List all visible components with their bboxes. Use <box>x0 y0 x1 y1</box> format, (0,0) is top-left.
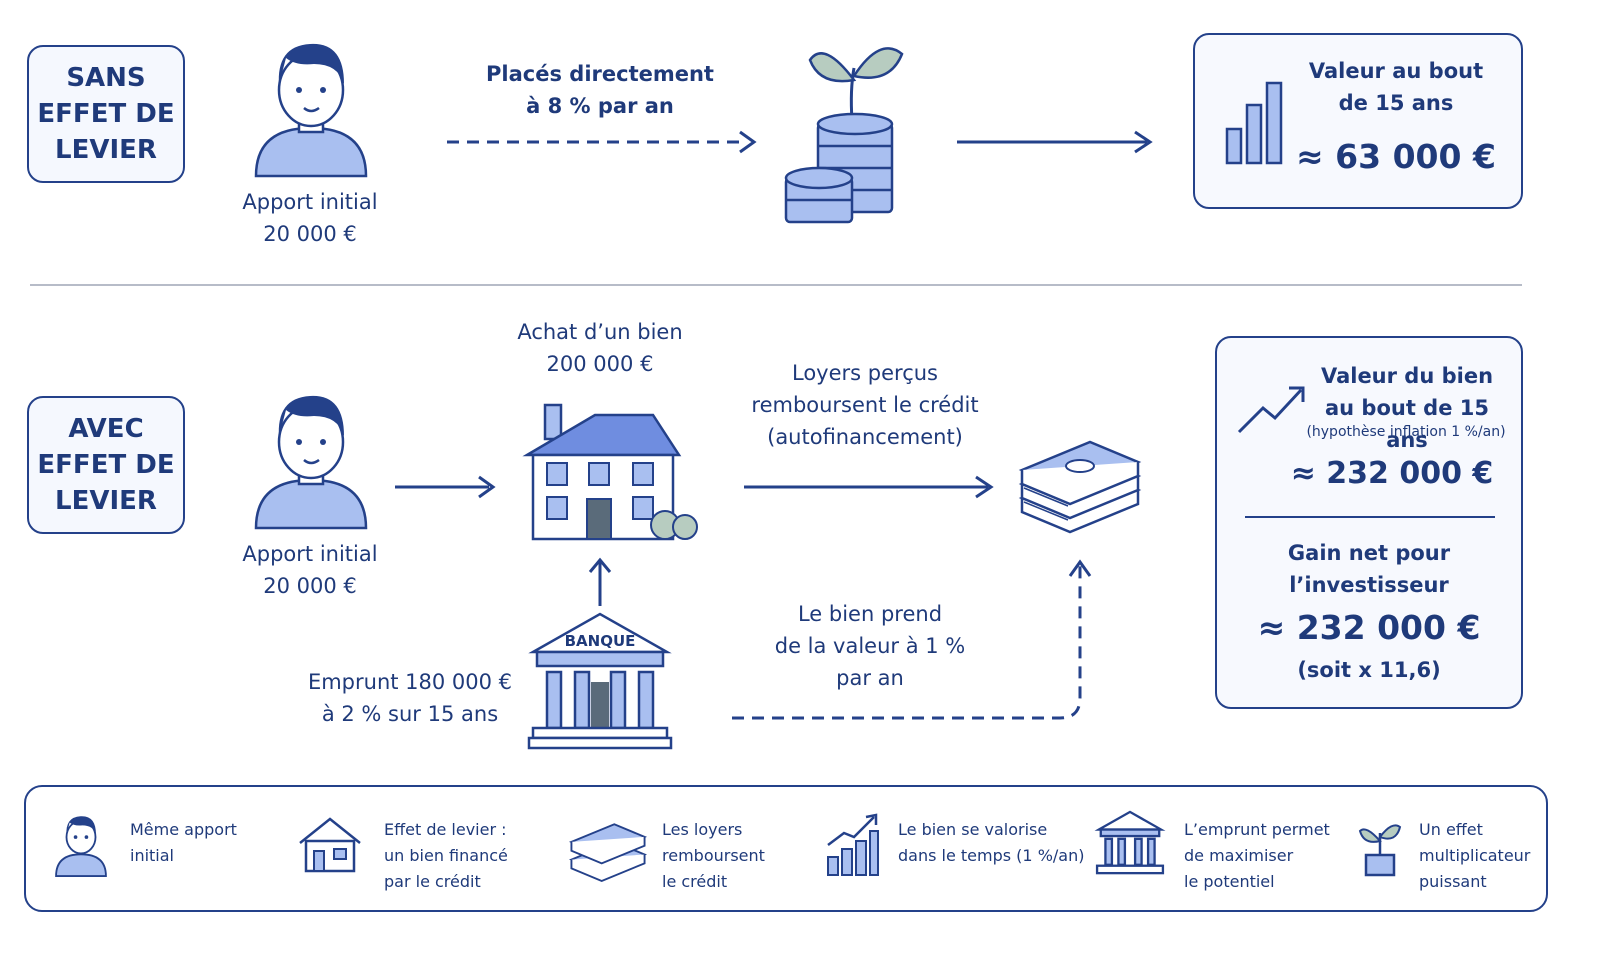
plant-icon <box>1358 824 1402 877</box>
arrow-right <box>957 130 1153 154</box>
result-value-bottom: ≈ 232 000 € <box>1290 456 1494 491</box>
trend-up-icon <box>1237 386 1305 434</box>
gain-value: ≈ 232 000 € <box>1257 608 1481 647</box>
person-icon <box>55 816 107 877</box>
result-value-top: ≈ 63 000 € <box>1296 137 1496 176</box>
growth-chart-icon <box>827 813 879 876</box>
person-icon <box>254 43 368 178</box>
dashed-arrow <box>447 130 757 154</box>
bank-icon <box>1094 810 1166 875</box>
person-icon <box>254 395 368 530</box>
arrow-right <box>744 475 994 499</box>
house-icon <box>299 817 361 873</box>
result-divider <box>1245 516 1495 518</box>
emprunt-text: Emprunt 180 000 €à 2 % sur 15 ans <box>307 670 513 726</box>
label-line: EFFET DE <box>37 450 175 480</box>
bank-label: BANQUE <box>564 632 636 650</box>
money-stack-icon <box>568 823 648 883</box>
label-line: LEVIER <box>55 486 157 516</box>
result-note: (hypothèse inflation 1 %/an) <box>1306 424 1506 440</box>
coins-plant-icon <box>784 47 904 224</box>
house-icon <box>522 403 698 541</box>
bank-icon <box>527 612 673 750</box>
label-avec-levier: AVEC EFFET DE LEVIER <box>27 396 185 534</box>
arrow-up <box>588 557 612 606</box>
money-stack-icon <box>1018 440 1142 534</box>
label-line: LEVIER <box>55 135 157 165</box>
arrow-right <box>395 475 496 499</box>
label-line: AVEC <box>68 414 144 444</box>
bar-chart-icon <box>1225 81 1283 165</box>
dashed-arrow <box>732 559 1092 720</box>
label-sans-levier: SANS EFFET DE LEVIER <box>27 45 185 183</box>
label-line: EFFET DE <box>37 99 175 129</box>
divider <box>30 284 1522 286</box>
label-line: SANS <box>66 63 146 93</box>
gain-ratio: (soit x 11,6) <box>1297 658 1441 682</box>
